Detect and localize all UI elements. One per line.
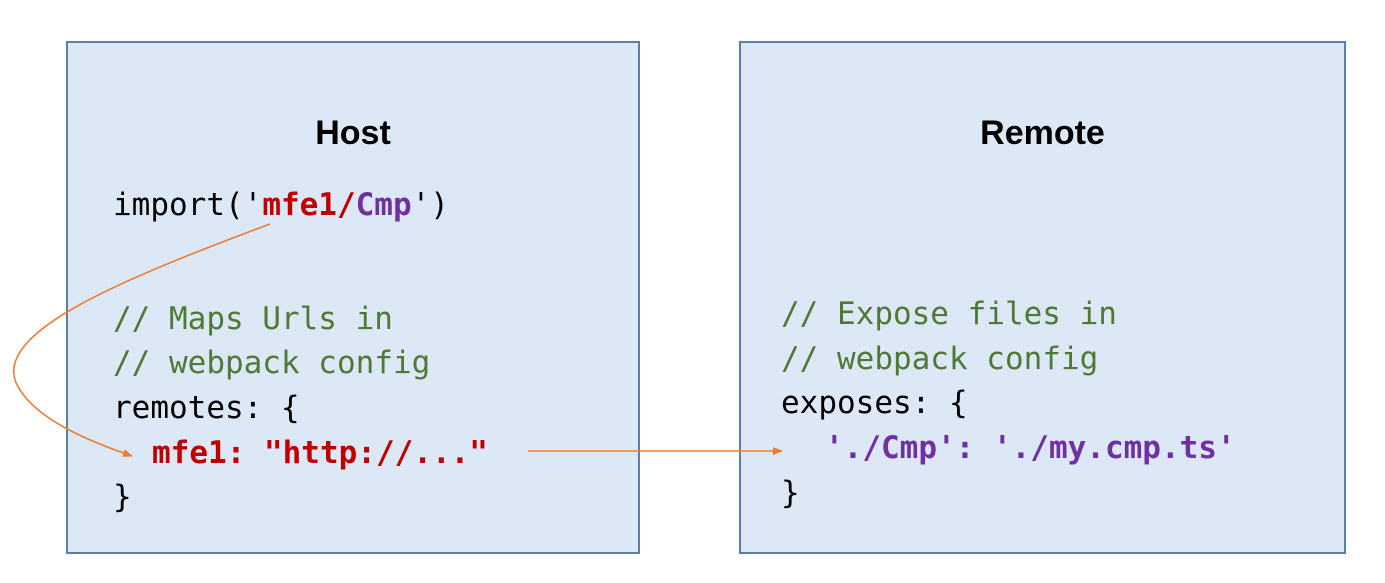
host-remote-entry: mfe1: "http://..." xyxy=(152,435,488,471)
import-suffix: ') xyxy=(411,187,449,223)
import-remote-name: mfe1 xyxy=(262,187,337,223)
host-title: Host xyxy=(315,114,391,152)
remote-comment-line-2: // webpack config xyxy=(781,341,1099,377)
remote-exposes-open: exposes: { xyxy=(781,385,968,421)
host-comment-line-1: // Maps Urls in xyxy=(113,301,393,337)
remote-title: Remote xyxy=(980,114,1105,152)
remote-expose-entry: './Cmp': './my.cmp.ts' xyxy=(825,430,1236,466)
host-remotes-open: remotes: { xyxy=(113,390,300,426)
import-prefix: import(' xyxy=(113,187,263,223)
remote-exposes-close: } xyxy=(781,475,800,511)
remote-comment-line-1: // Expose files in xyxy=(781,296,1117,332)
host-import-line: import('mfe1/Cmp') xyxy=(113,185,449,225)
host-comment-line-2: // webpack config xyxy=(113,345,431,381)
import-slash: / xyxy=(336,187,356,223)
import-to-remotes-arrow xyxy=(12,223,271,457)
remote-box: Remote // Expose files in // webpack con… xyxy=(739,41,1346,554)
host-remotes-close: } xyxy=(113,479,132,515)
host-box: Host import('mfe1/Cmp') // Maps Urls in … xyxy=(66,41,640,554)
import-module-name: Cmp xyxy=(355,187,412,223)
